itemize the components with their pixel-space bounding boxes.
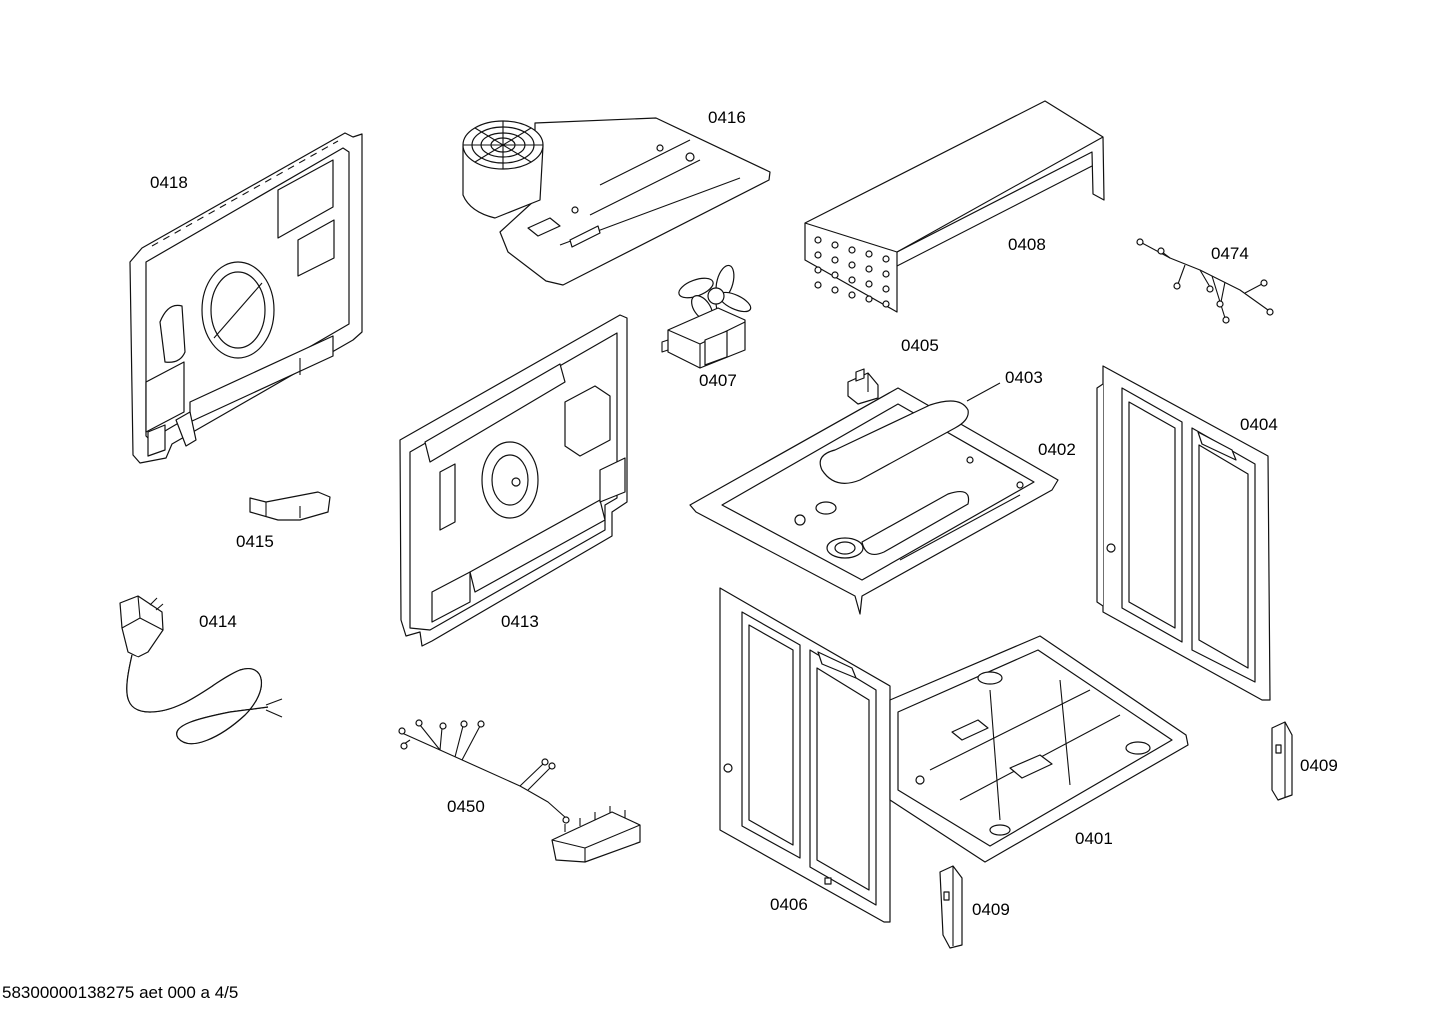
- part-0413: [399, 314, 628, 647]
- part-0408: [804, 100, 1105, 313]
- callout-0406: 0406: [770, 895, 808, 914]
- callout-0450: 0450: [447, 797, 485, 816]
- part-0405: [847, 368, 879, 405]
- part-0418: [129, 132, 363, 464]
- part-0474: [1136, 238, 1274, 324]
- part-0403: [819, 382, 1001, 484]
- part-0402: [689, 387, 1059, 615]
- callout-0409-right: 0409: [1300, 756, 1338, 775]
- callout-0403: 0403: [1005, 368, 1043, 387]
- part-0414: [119, 595, 283, 745]
- callout-0407: 0407: [699, 371, 737, 390]
- callout-0405: 0405: [901, 336, 939, 355]
- callout-0418: 0418: [150, 173, 188, 192]
- callout-0414: 0414: [199, 612, 237, 631]
- drawing-footer-id: 58300000138275 aet 000 a 4/5: [2, 983, 238, 1002]
- callout-0415: 0415: [236, 532, 274, 551]
- callout-0408: 0408: [1008, 235, 1046, 254]
- part-0409-lower: [939, 865, 963, 949]
- part-0407: [661, 264, 752, 369]
- part-0404: [1096, 365, 1271, 701]
- part-0409-right: [1271, 721, 1293, 801]
- callout-0474: 0474: [1211, 244, 1249, 263]
- vent-holes: [814, 236, 890, 308]
- part-0450: [398, 719, 641, 863]
- callout-0409-lower: 0409: [972, 900, 1010, 919]
- part-0401: [889, 635, 1189, 863]
- part-0415: [249, 491, 331, 521]
- callout-0404: 0404: [1240, 415, 1278, 434]
- callout-0402: 0402: [1038, 440, 1076, 459]
- callout-0401: 0401: [1075, 829, 1113, 848]
- part-0416: [462, 117, 771, 286]
- part-0406: [719, 587, 891, 923]
- callouts: 0416 0418 0408 0474 0405 0403 0407 0402 …: [150, 108, 1338, 919]
- callout-0413: 0413: [501, 612, 539, 631]
- callout-0416: 0416: [708, 108, 746, 127]
